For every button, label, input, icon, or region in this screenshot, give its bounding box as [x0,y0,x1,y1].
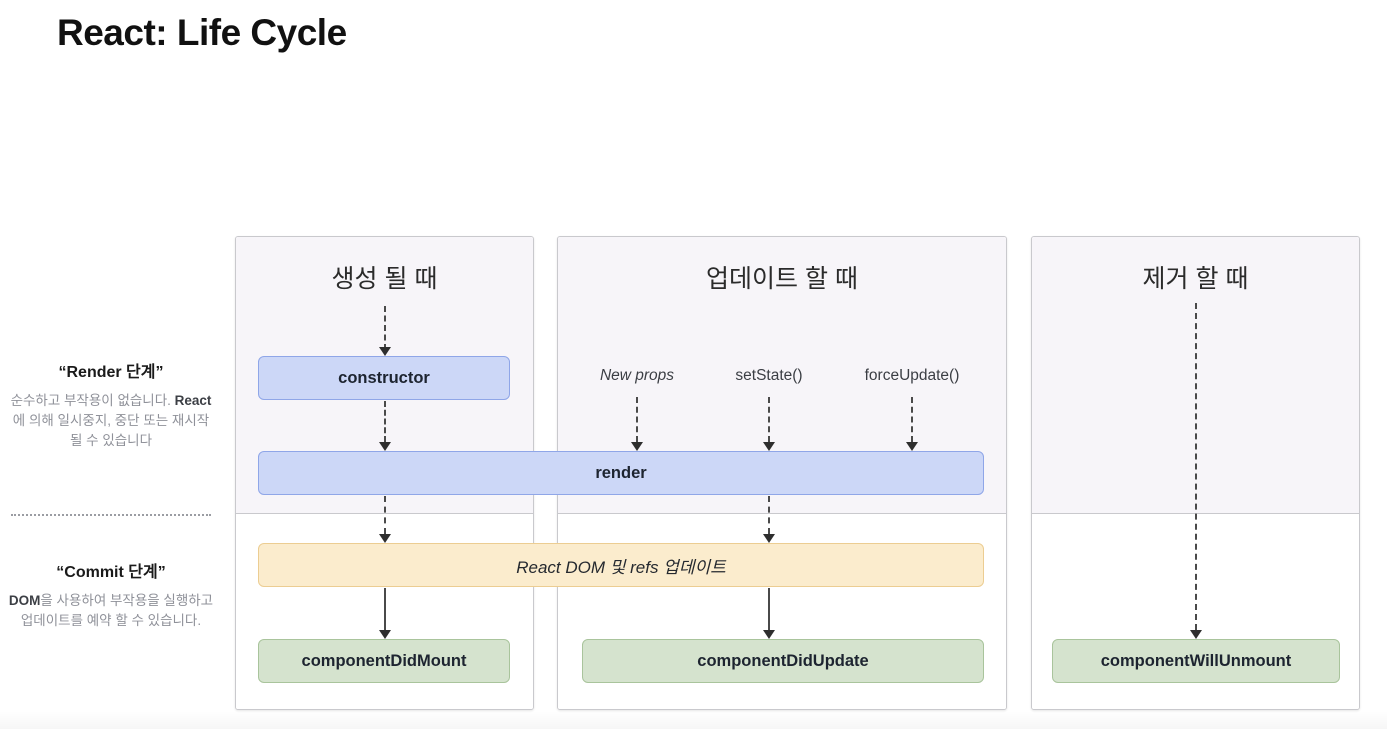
arrowhead-to-did-mount [379,630,391,639]
connector-render-to-dom-update-col1 [384,496,386,534]
render-phase-legend: “Render 단계” 순수하고 부작용이 없습니다. React 에 의해 일시… [8,358,214,451]
render-desc-post: 에 의해 일시중지, 중단 또는 재시작 될 수 있습니다 [12,413,210,448]
render-desc-pre: 순수하고 부작용이 없습니다. [10,393,175,408]
render-desc-emphasis: React [174,393,212,408]
connector-force-update-to-render [911,397,913,442]
node-constructor[interactable]: constructor [258,356,510,400]
node-react-dom-refs-update[interactable]: React DOM 및 refs 업데이트 [258,543,984,587]
node-render[interactable]: render [258,451,984,495]
arrowhead-render-to-dom-update-col1 [379,534,391,543]
arrowhead-force-update-to-render [906,442,918,451]
connector-render-to-dom-update-col2 [768,496,770,534]
render-phase-title: “Render 단계” [58,364,164,381]
node-component-did-mount[interactable]: componentDidMount [258,639,510,683]
connector-dom-update-to-did-update [768,588,770,630]
render-phase-description: 순수하고 부작용이 없습니다. React 에 의해 일시중지, 중단 또는 재시… [8,391,214,451]
connector-header-to-constructor [384,306,386,350]
node-component-did-update[interactable]: componentDidUpdate [582,639,984,683]
trigger-label-force-update: forceUpdate() [864,367,960,384]
panel-updating-header: 업데이트 할 때 [706,265,858,293]
commit-desc-post: 을 사용하여 부작용을 실행하고 업데이트를 예약 할 수 있습니다. [20,593,214,628]
commit-desc-emphasis: DOM [8,593,41,608]
panel-mounting-header: 생성 될 때 [331,265,438,293]
arrowhead-to-constructor [379,347,391,356]
trigger-label-new-props: New props [599,367,675,384]
commit-phase-title: “Commit 단계” [56,564,166,581]
connector-new-props-to-render [636,397,638,442]
arrowhead-render-to-dom-update-col2 [763,534,775,543]
connector-constructor-to-render [384,401,386,442]
connector-dom-update-to-did-mount [384,588,386,630]
arrowhead-set-state-to-render [763,442,775,451]
panel-unmounting-header: 제거 할 때 [1142,265,1249,293]
bottom-shadow [0,711,1387,729]
arrowhead-constructor-to-render [379,442,391,451]
arrowhead-new-props-to-render [631,442,643,451]
connector-header-to-will-unmount [1195,303,1197,630]
node-component-will-unmount[interactable]: componentWillUnmount [1052,639,1340,683]
commit-phase-description: DOM을 사용하여 부작용을 실행하고 업데이트를 예약 할 수 있습니다. [8,591,214,631]
trigger-label-set-state: setState() [735,367,803,384]
arrowhead-to-will-unmount [1190,630,1202,639]
connector-set-state-to-render [768,397,770,442]
arrowhead-to-did-update [763,630,775,639]
page-title: React: Life Cycle [57,12,347,53]
commit-phase-legend: “Commit 단계” DOM을 사용하여 부작용을 실행하고 업데이트를 예약… [8,558,214,631]
phase-divider-dotted-line [11,514,211,516]
